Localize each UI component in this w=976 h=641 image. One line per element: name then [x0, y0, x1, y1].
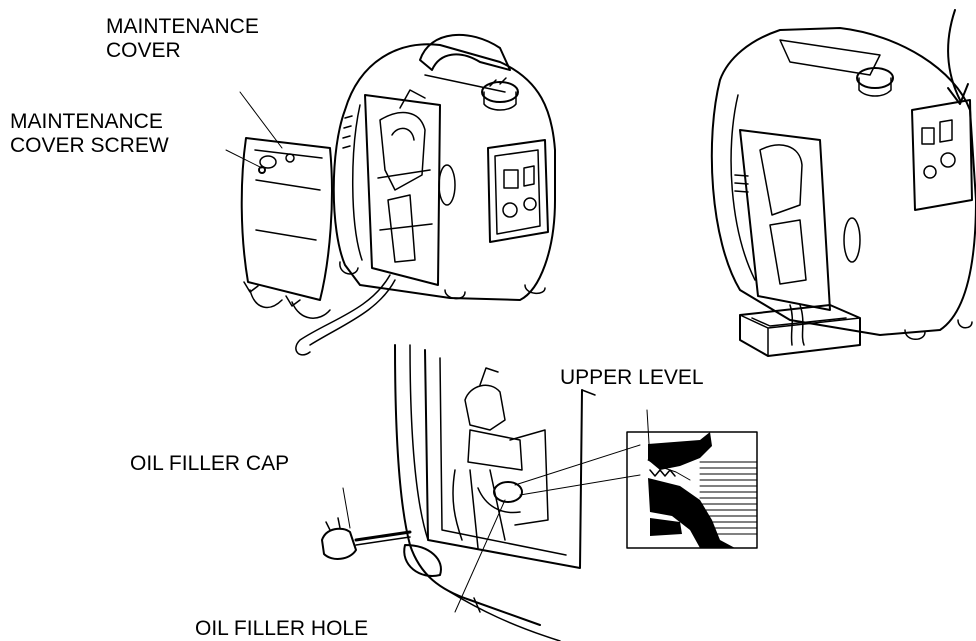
oil-level-inset [626, 431, 758, 549]
maintenance-cover-screw-label: MAINTENANCE COVER SCREW [10, 110, 169, 157]
oil-filler-cap-label: OIL FILLER CAP [130, 452, 290, 475]
generator-left-illustration [225, 33, 556, 356]
upper-level-label: UPPER LEVEL [560, 366, 704, 389]
maintenance-cover-label: MAINTENANCE COVER [106, 15, 259, 62]
oil-filler-hole-label: OIL FILLER HOLE [195, 617, 369, 640]
oil-filler-closeup [321, 344, 651, 641]
generator-right-illustration [710, 9, 976, 357]
